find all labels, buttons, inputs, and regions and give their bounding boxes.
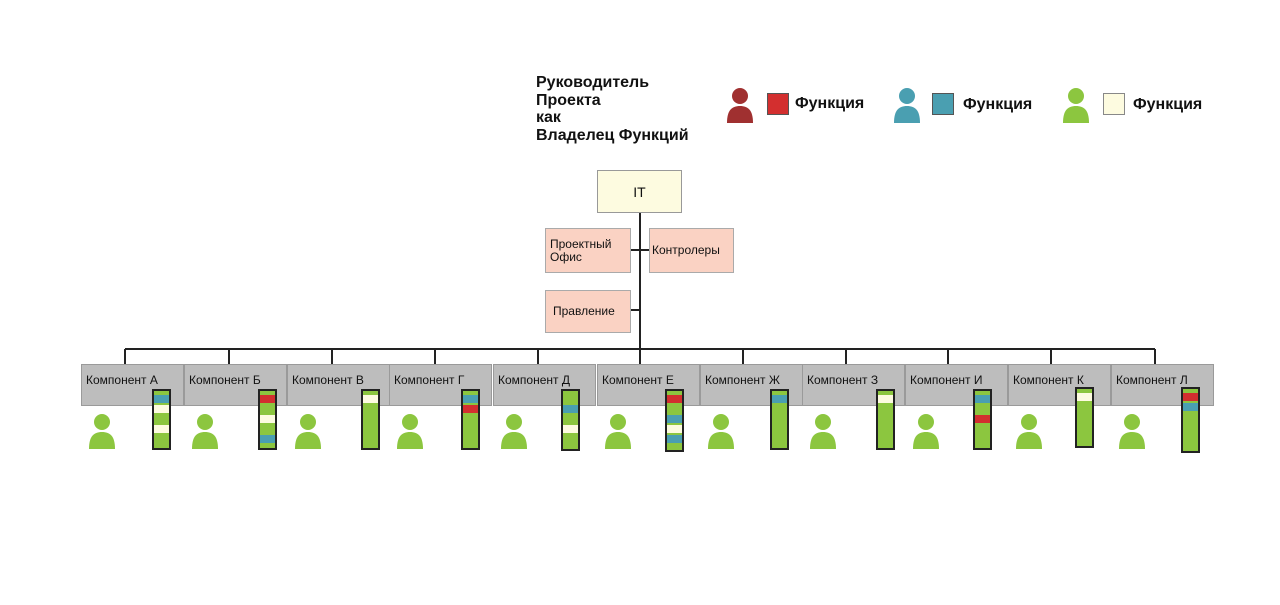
component-box: Компонент И (905, 364, 1008, 406)
function-segment-teal (667, 435, 682, 443)
function-segment-green (563, 415, 578, 423)
legend-swatch-cream (1103, 93, 1125, 115)
function-segment-teal (772, 395, 787, 403)
project-office-box: Проектный Офис (545, 228, 631, 273)
person-icon (89, 414, 115, 449)
function-segment-cream (363, 395, 378, 403)
diagram-title: Руководитель Проекта как Владелец Функци… (536, 74, 689, 144)
legend-item-red (726, 86, 754, 129)
board-box: Правление (545, 290, 631, 333)
title-line: Владелец Функций (536, 126, 689, 144)
function-segment-cream (563, 425, 578, 433)
person-icon (727, 88, 753, 123)
function-segment-red (667, 395, 682, 403)
legend-item-cream (1062, 86, 1090, 129)
component-box: Компонент Е (597, 364, 700, 406)
function-segment-teal (154, 395, 169, 403)
person-icon (397, 414, 423, 449)
org-root-it: IT (597, 170, 682, 213)
person-icon (708, 414, 734, 449)
component-box: Компонент Д (493, 364, 596, 406)
function-segment-cream (667, 425, 682, 433)
function-segment-red (260, 395, 275, 403)
legend-swatch-red (767, 93, 789, 115)
legend-label: Функция (1133, 96, 1203, 113)
person-icon (1063, 88, 1089, 123)
component-box: Компонент З (802, 364, 905, 406)
function-segment-green (154, 415, 169, 423)
function-segment-teal (667, 415, 682, 423)
function-segment-red (1183, 393, 1198, 401)
function-bar (152, 389, 171, 450)
person-icon (1119, 414, 1145, 449)
function-segment-green (260, 425, 275, 433)
function-bar (1181, 387, 1200, 453)
function-segment-green (667, 405, 682, 413)
project-office-line: Офис (550, 249, 582, 264)
function-segment-red (463, 405, 478, 413)
legend-swatch-teal (932, 93, 954, 115)
person-icon (192, 414, 218, 449)
function-bar (258, 389, 277, 450)
title-line: Руководитель (536, 74, 650, 91)
function-segment-teal (1183, 403, 1198, 411)
function-bar (665, 389, 684, 452)
function-segment-teal (463, 395, 478, 403)
function-segment-green (563, 395, 578, 403)
legend-label: Функция (795, 95, 865, 112)
person-icon (810, 414, 836, 449)
component-box: Компонент К (1008, 364, 1111, 406)
function-segment-cream (260, 415, 275, 423)
person-icon (913, 414, 939, 449)
function-bar (1075, 387, 1094, 448)
person-icon (295, 414, 321, 449)
title-line: как (536, 109, 561, 126)
component-box: Компонент Л (1111, 364, 1214, 406)
function-segment-cream (154, 425, 169, 433)
function-segment-cream (154, 405, 169, 413)
function-bar (973, 389, 992, 450)
person-icon (1016, 414, 1042, 449)
function-segment-green (667, 445, 682, 450)
function-bar (461, 389, 480, 450)
function-bar (876, 389, 895, 450)
function-segment-teal (563, 405, 578, 413)
title-line: Проекта (536, 91, 601, 109)
function-bar (361, 389, 380, 450)
function-segment-cream (1077, 393, 1092, 401)
function-segment-cream (878, 395, 893, 403)
person-icon (894, 88, 920, 123)
function-bar (561, 389, 580, 451)
legend-label: Функция (963, 96, 1033, 113)
person-icon (501, 414, 527, 449)
function-segment-red (975, 415, 990, 423)
function-segment-teal (975, 395, 990, 403)
legend-item-teal (893, 86, 921, 129)
person-icon (605, 414, 631, 449)
function-segment-green (260, 405, 275, 413)
controllers-box: Контролеры (649, 228, 734, 273)
function-segment-teal (260, 435, 275, 443)
function-bar (770, 389, 789, 450)
function-segment-green (975, 405, 990, 413)
project-office-line: Проектный (550, 236, 612, 251)
